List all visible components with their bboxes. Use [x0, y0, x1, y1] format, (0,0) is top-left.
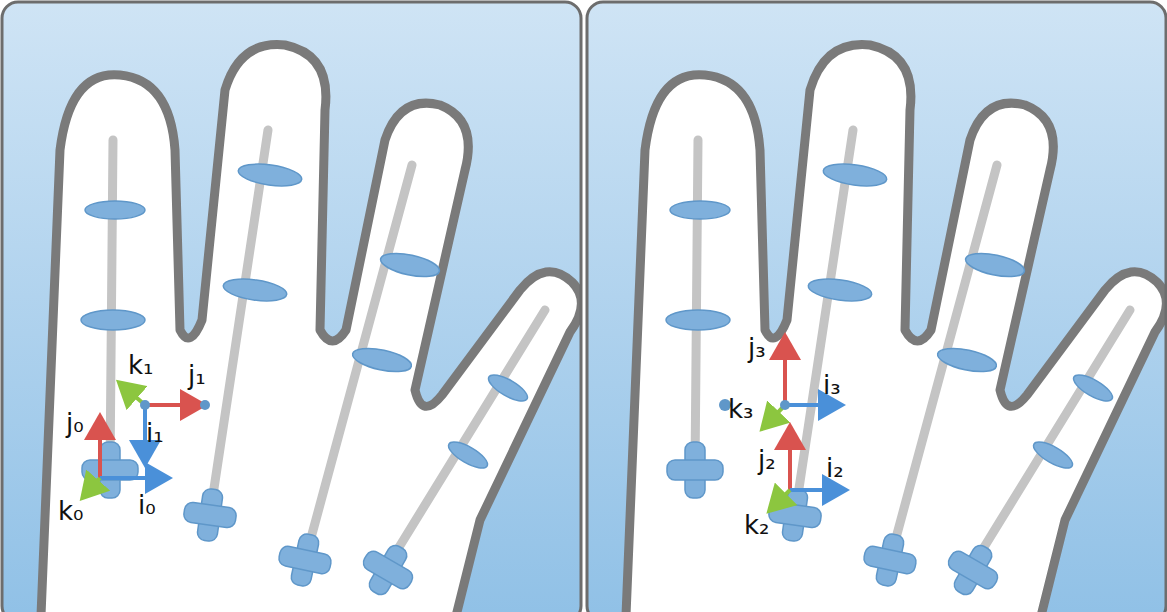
axis-label: i₁: [146, 420, 164, 446]
axis-label: k₃: [728, 396, 753, 422]
axis-label: k₁: [128, 352, 153, 378]
axis-label: j₀: [66, 410, 84, 436]
axis-label: j₂: [758, 447, 776, 473]
coordinate-frames: [85, 340, 842, 508]
axis-label: i₀: [138, 492, 156, 518]
axis-label: k₀: [58, 498, 83, 524]
axis-label: k₂: [744, 512, 769, 538]
axis-label: j₃: [748, 335, 766, 361]
axis-label: i₃: [823, 372, 841, 398]
axis-label: j₁: [188, 362, 206, 388]
axis-label: i₂: [826, 455, 844, 481]
